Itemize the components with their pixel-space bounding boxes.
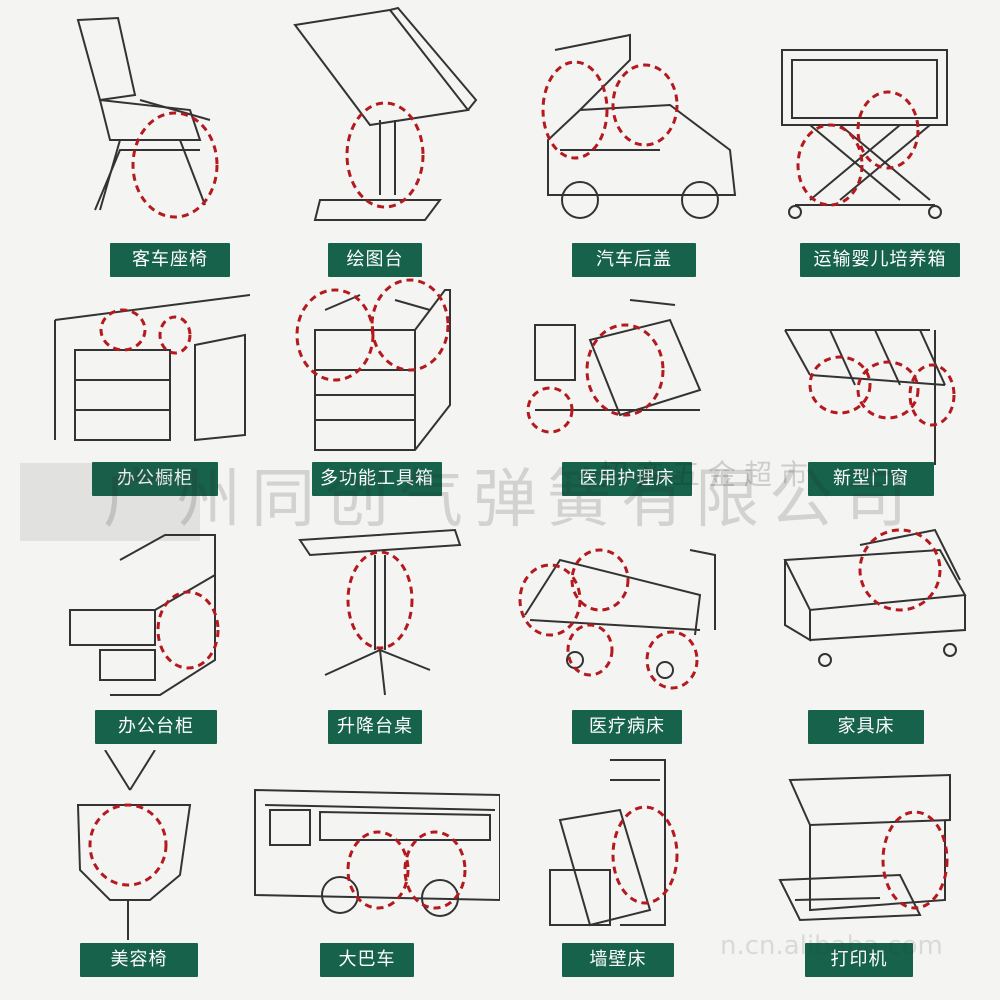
item-label: 医疗病床 [572, 710, 682, 744]
item-label: 打印机 [805, 943, 913, 977]
grid-cell-drafting-table: 绘图台 [250, 0, 500, 277]
furniture-bed-icon [783, 528, 967, 667]
grid-cell-coach-bus: 大巴车 [250, 750, 500, 1000]
grid-cell-office-desk-cabinet: 办公台柜 [0, 500, 250, 750]
item-label: 汽车后盖 [572, 243, 696, 277]
item-label: 客车座椅 [110, 243, 230, 277]
item-label: 多功能工具箱 [312, 462, 442, 496]
grid-cell-office-cabinet: 办公橱柜 [0, 250, 250, 500]
window-icon [784, 329, 956, 465]
grid-cell-nursing-bed: 医用护理床 [500, 250, 750, 500]
wall-bed-icon [549, 759, 679, 927]
nursing-bed-icon [526, 299, 702, 434]
grid-cell-window: 新型门窗 [750, 250, 1000, 500]
bus-seat-icon [76, 16, 219, 219]
grid-cell-lifting-table: 升降台桌 [250, 500, 500, 750]
item-label: 美容椅 [80, 943, 198, 977]
item-label: 大巴车 [320, 943, 414, 977]
item-label: 绘图台 [328, 243, 422, 277]
grid-cell-infant-incubator: 运输婴儿培养箱 [750, 0, 1000, 277]
item-label: 家具床 [808, 710, 924, 744]
office-cabinet-icon [54, 294, 250, 442]
grid-cell-wall-bed: 墙壁床 [500, 750, 750, 1000]
tool-box-icon [295, 278, 451, 451]
grid-cell-furniture-bed: 家具床 [750, 500, 1000, 750]
item-label: 医用护理床 [562, 462, 692, 496]
watermark-url: n.cn.alibaba.com [720, 931, 943, 961]
printer-icon [778, 773, 951, 922]
item-label: 新型门窗 [808, 462, 934, 496]
lifting-table-icon [298, 528, 462, 696]
item-label: 办公橱柜 [92, 462, 218, 496]
grid-cell-car-tailgate: 汽车后盖 [500, 0, 750, 277]
coach-bus-icon [254, 788, 500, 917]
grid-cell-printer: 打印机 [750, 750, 1000, 1000]
grid-cell-beauty-chair: 美容椅 [0, 750, 250, 1000]
item-label: 墙壁床 [562, 943, 674, 977]
drafting-table-icon [293, 6, 478, 221]
car-tailgate-icon [541, 33, 737, 219]
item-label: 升降台桌 [328, 710, 422, 744]
grid-cell-hospital-bed: 医疗病床 [500, 500, 750, 750]
item-label: 办公台柜 [95, 710, 217, 744]
grid-cell-bus-seat: 客车座椅 [0, 0, 250, 277]
hospital-bed-icon [518, 548, 716, 690]
item-label: 运输婴儿培养箱 [800, 243, 960, 277]
office-desk-cabinet-icon [69, 534, 220, 696]
infant-incubator-icon [781, 49, 948, 219]
grid-cell-tool-box: 多功能工具箱 [250, 250, 500, 500]
